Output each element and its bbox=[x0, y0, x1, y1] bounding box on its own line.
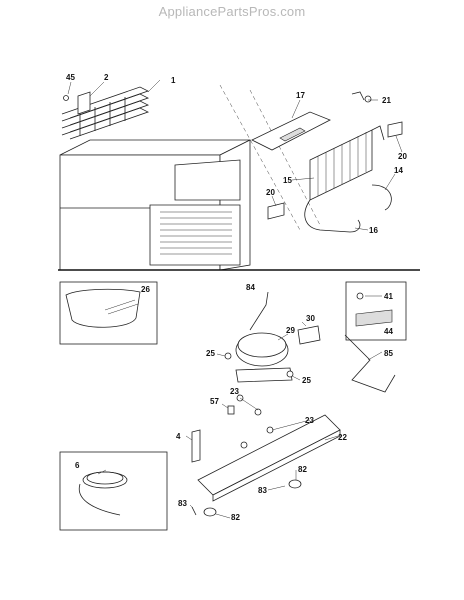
foot-part-82-left bbox=[203, 507, 217, 517]
watermark-text: AppliancePartsPros.com bbox=[158, 4, 306, 19]
bracket-part-20-upper bbox=[387, 121, 403, 138]
label-part-83-right: 83 bbox=[258, 486, 267, 495]
label-part-41: 41 bbox=[384, 292, 393, 301]
base-plate-part-22 bbox=[197, 414, 341, 502]
callouts: 1 2 45 17 21 20 20 15 14 16 26 84 41 44 … bbox=[66, 73, 407, 522]
label-part-25-right: 25 bbox=[302, 376, 311, 385]
foot-part-82-right bbox=[288, 479, 302, 489]
label-part-44: 44 bbox=[384, 327, 393, 336]
screw-part-25-left bbox=[224, 352, 232, 360]
relay-part-30 bbox=[297, 325, 321, 345]
box-41-44-frame bbox=[345, 281, 407, 341]
cabinet-outline bbox=[59, 84, 321, 271]
condenser-coil-part-1 bbox=[61, 86, 150, 140]
label-part-85: 85 bbox=[384, 349, 393, 358]
label-part-45: 45 bbox=[66, 73, 75, 82]
bracket-part-4 bbox=[191, 429, 201, 463]
label-part-83-left: 83 bbox=[178, 499, 187, 508]
screw-part-45 bbox=[63, 95, 69, 101]
label-part-29: 29 bbox=[286, 326, 295, 335]
label-part-14: 14 bbox=[394, 166, 403, 175]
label-part-15: 15 bbox=[283, 176, 292, 185]
drain-tube-part-14 bbox=[371, 184, 392, 211]
label-part-26: 26 bbox=[141, 285, 150, 294]
label-part-23-upper: 23 bbox=[230, 387, 239, 396]
label-part-4: 4 bbox=[176, 432, 181, 441]
box-26-frame bbox=[59, 281, 158, 345]
spacer-part-57 bbox=[227, 405, 235, 415]
label-part-82-left: 82 bbox=[231, 513, 240, 522]
label-part-21: 21 bbox=[382, 96, 391, 105]
wire-part-84 bbox=[249, 291, 269, 331]
label-part-82-right: 82 bbox=[298, 465, 307, 474]
label-part-6: 6 bbox=[75, 461, 80, 470]
bracket-part-2 bbox=[77, 91, 91, 115]
screw-part-25-right bbox=[286, 370, 294, 378]
grommets-part-23 bbox=[236, 394, 274, 449]
label-part-57: 57 bbox=[210, 397, 219, 406]
label-part-22: 22 bbox=[338, 433, 347, 442]
label-part-23-lower: 23 bbox=[305, 416, 314, 425]
label-part-25-left: 25 bbox=[206, 349, 215, 358]
box-6-frame bbox=[59, 451, 168, 531]
screw-part-83 bbox=[191, 506, 197, 516]
label-part-1: 1 bbox=[171, 76, 176, 85]
bracket-part-20-lower bbox=[267, 202, 285, 220]
label-part-17: 17 bbox=[296, 91, 305, 100]
tube-part-85 bbox=[344, 334, 396, 393]
evaporator-cover-part-17 bbox=[251, 111, 331, 151]
label-part-2: 2 bbox=[104, 73, 109, 82]
compressor-part-29 bbox=[235, 332, 293, 383]
label-part-20-upper: 20 bbox=[398, 152, 407, 161]
label-part-30: 30 bbox=[306, 314, 315, 323]
label-part-16: 16 bbox=[369, 226, 378, 235]
tube-part-16 bbox=[304, 199, 361, 233]
label-part-84: 84 bbox=[246, 283, 255, 292]
label-part-20-lower: 20 bbox=[266, 188, 275, 197]
evaporator-part-15 bbox=[309, 125, 385, 201]
clip-part-21 bbox=[351, 91, 372, 103]
